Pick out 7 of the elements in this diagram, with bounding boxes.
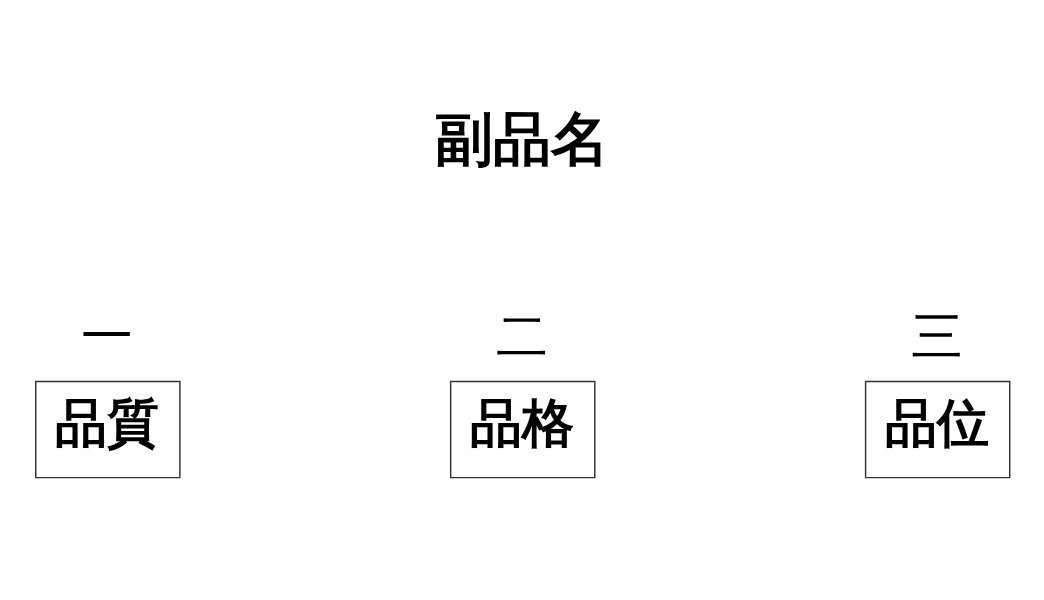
node-box: 品質 xyxy=(35,380,181,479)
node-label: 二 xyxy=(495,306,548,365)
node-box: 品格 xyxy=(449,380,596,479)
node-box: 品位 xyxy=(864,380,1011,479)
node-label: 一 xyxy=(80,306,133,365)
node-label: 三 xyxy=(910,306,963,365)
diagram-title: 副品名 xyxy=(434,106,609,172)
